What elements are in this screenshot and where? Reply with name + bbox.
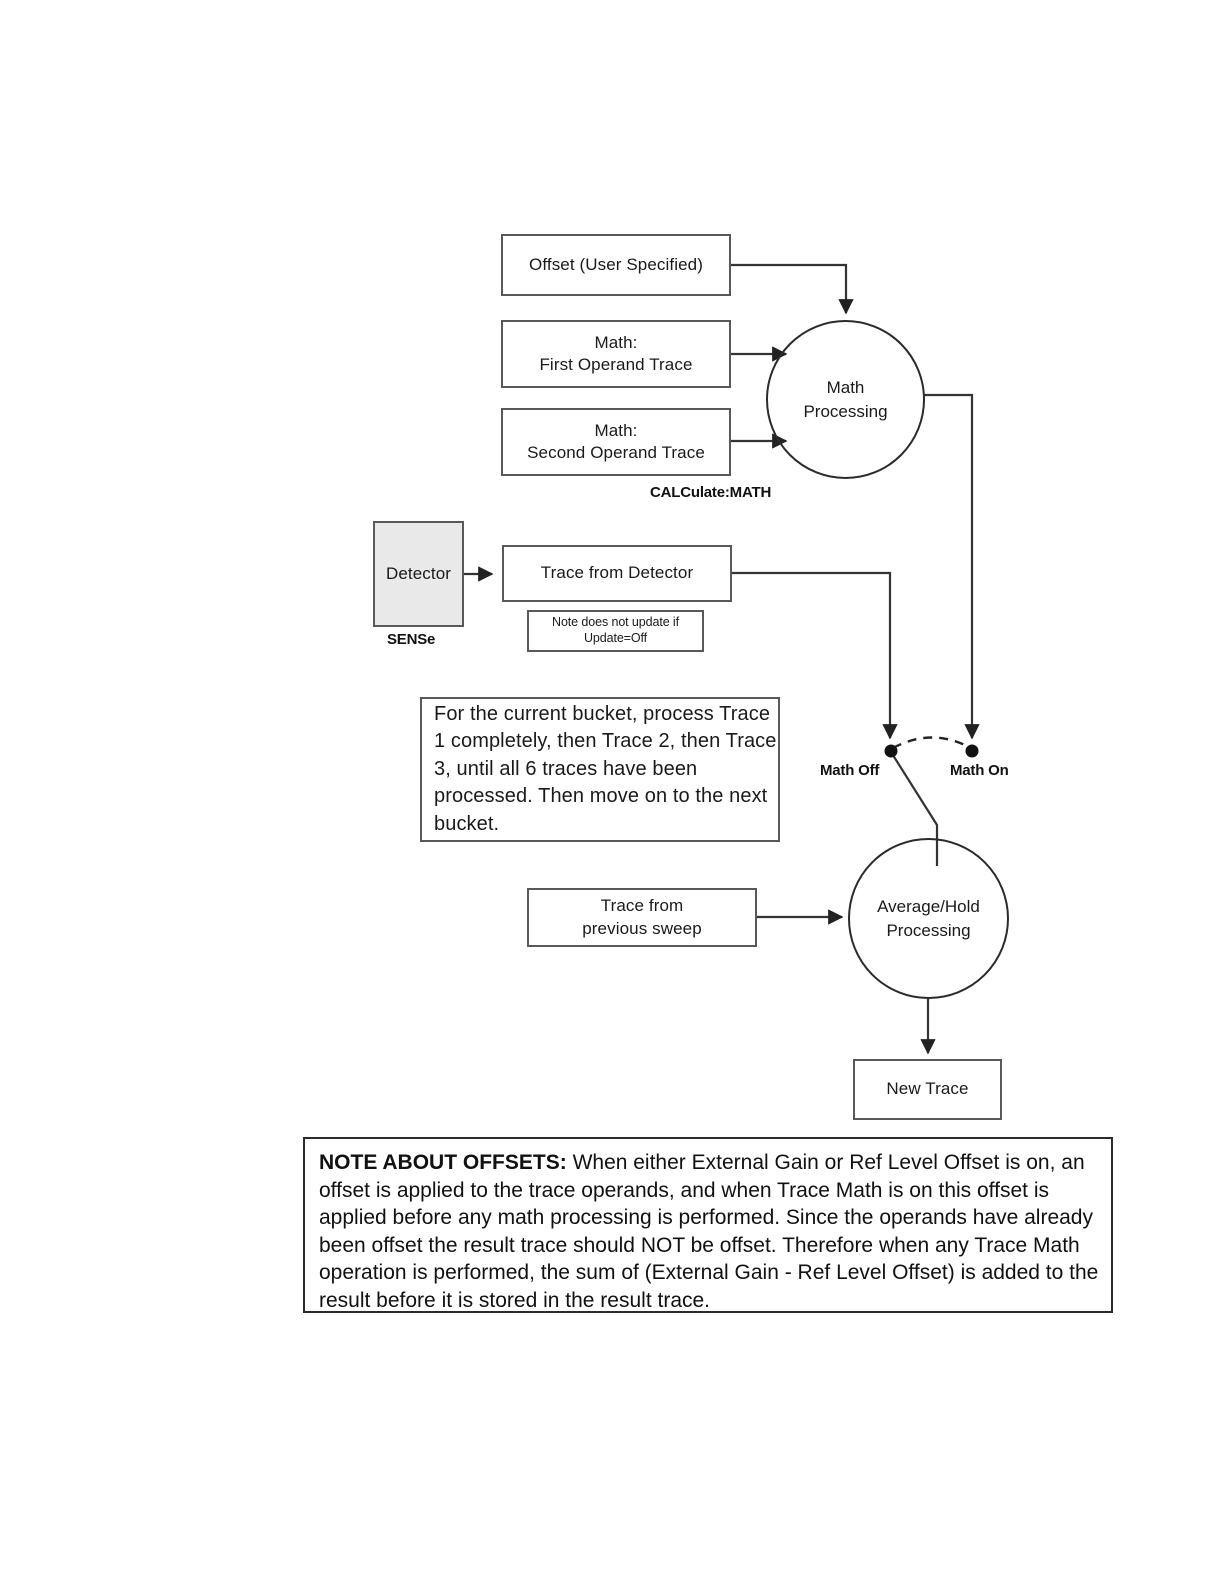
- node-trace-previous-sweep[interactable]: Trace from previous sweep: [527, 888, 757, 947]
- note-offsets-paragraph: NOTE ABOUT OFFSETS: When either External…: [319, 1149, 1099, 1314]
- note-offsets-line1: When either External Gain or Ref Level O…: [572, 1151, 1056, 1174]
- node-detector[interactable]: Detector: [373, 521, 464, 627]
- note-offsets-line4: already been offset the result trace sho…: [319, 1206, 1093, 1257]
- node-average-hold-line1: Average/Hold: [877, 896, 980, 916]
- node-update-note: Note does not update if Update=Off: [527, 610, 704, 652]
- node-average-hold-line2: Processing: [886, 920, 971, 940]
- connector-math-to-mathon: [924, 393, 980, 740]
- node-trace-previous-sweep-line1: Trace from: [600, 896, 684, 916]
- node-new-trace[interactable]: New Trace: [853, 1059, 1002, 1120]
- node-math-first-operand-line2: First Operand Trace: [539, 355, 693, 374]
- node-trace-previous-sweep-line2: previous sweep: [582, 918, 702, 938]
- node-offset-label: Offset (User Specified): [529, 254, 703, 274]
- connector-trace-to-mathoff: [732, 571, 898, 740]
- node-update-note-line2: Update=Off: [583, 631, 648, 645]
- label-math-on: Math On: [950, 762, 1009, 779]
- math-on-terminal-dot: [965, 744, 979, 758]
- note-about-offsets: NOTE ABOUT OFFSETS: When either External…: [303, 1137, 1113, 1313]
- label-math-off: Math Off: [820, 762, 880, 779]
- math-off-terminal-dot: [884, 744, 898, 758]
- node-update-note-line1: Note does not update if: [552, 615, 679, 630]
- label-calculate-math: CALCulate:MATH: [650, 484, 772, 501]
- node-trace-from-detector-label: Trace from Detector: [540, 563, 694, 583]
- switch-dashed-arc: [892, 736, 972, 750]
- label-sense: SENSe: [387, 631, 436, 648]
- node-math-processing-line2: Processing: [803, 401, 888, 421]
- note-offsets-title: NOTE ABOUT OFFSETS:: [319, 1151, 567, 1174]
- node-new-trace-label: New Trace: [886, 1079, 969, 1099]
- connector-offset-to-math: [731, 263, 854, 315]
- node-math-processing-line1: Math: [826, 377, 865, 397]
- node-bucket-note-text: For the current bucket, process Trace 1 …: [434, 702, 777, 835]
- node-math-second-operand-line2: Second Operand Trace: [527, 443, 705, 462]
- note-offsets-line6: is added to the result before it is stor…: [319, 1261, 1099, 1312]
- node-trace-from-detector[interactable]: Trace from Detector: [502, 545, 732, 602]
- node-offset-user-specified[interactable]: Offset (User Specified): [501, 234, 731, 296]
- node-math-second-operand[interactable]: Math: Second Operand Trace: [501, 408, 731, 476]
- note-offsets-line2: an offset is applied to the trace operan…: [319, 1151, 1085, 1202]
- note-offsets-line3: applied before any math processing is pe…: [319, 1206, 1019, 1229]
- node-math-processing[interactable]: Math Processing: [766, 320, 925, 479]
- note-offsets-line5: Trace Math operation is performed, the s…: [319, 1233, 1080, 1285]
- node-math-first-operand-line1: Math:: [594, 332, 638, 352]
- node-math-first-operand[interactable]: Math: First Operand Trace: [501, 320, 731, 388]
- node-bucket-note: For the current bucket, process Trace 1 …: [420, 697, 780, 842]
- node-math-second-operand-line1: Math:: [594, 420, 638, 440]
- node-detector-label: Detector: [385, 563, 452, 583]
- node-average-hold-processing[interactable]: Average/Hold Processing: [848, 838, 1009, 999]
